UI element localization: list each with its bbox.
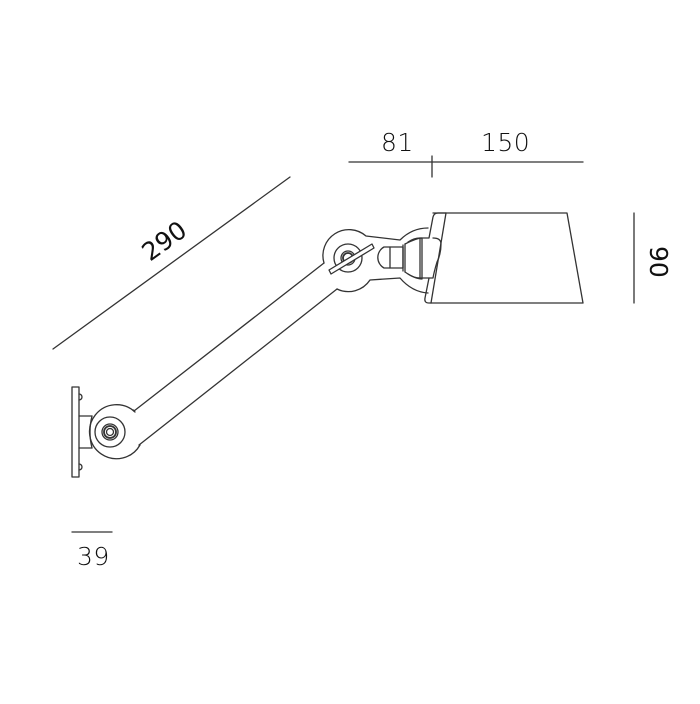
- elbow-joint: [322, 227, 429, 294]
- label-joint-offset: 81: [381, 128, 414, 157]
- label-shade-height: 90: [644, 246, 673, 278]
- lamp-shade: [407, 212, 584, 304]
- label-base-depth: 39: [77, 542, 110, 571]
- label-arm-length: 290: [136, 215, 192, 267]
- lamp-arm: [132, 262, 338, 446]
- dimension-line-arm-length: [52, 176, 291, 350]
- label-shade-length: 150: [481, 128, 531, 157]
- dimension-line-top: [348, 155, 584, 178]
- base-joint: [88, 404, 141, 460]
